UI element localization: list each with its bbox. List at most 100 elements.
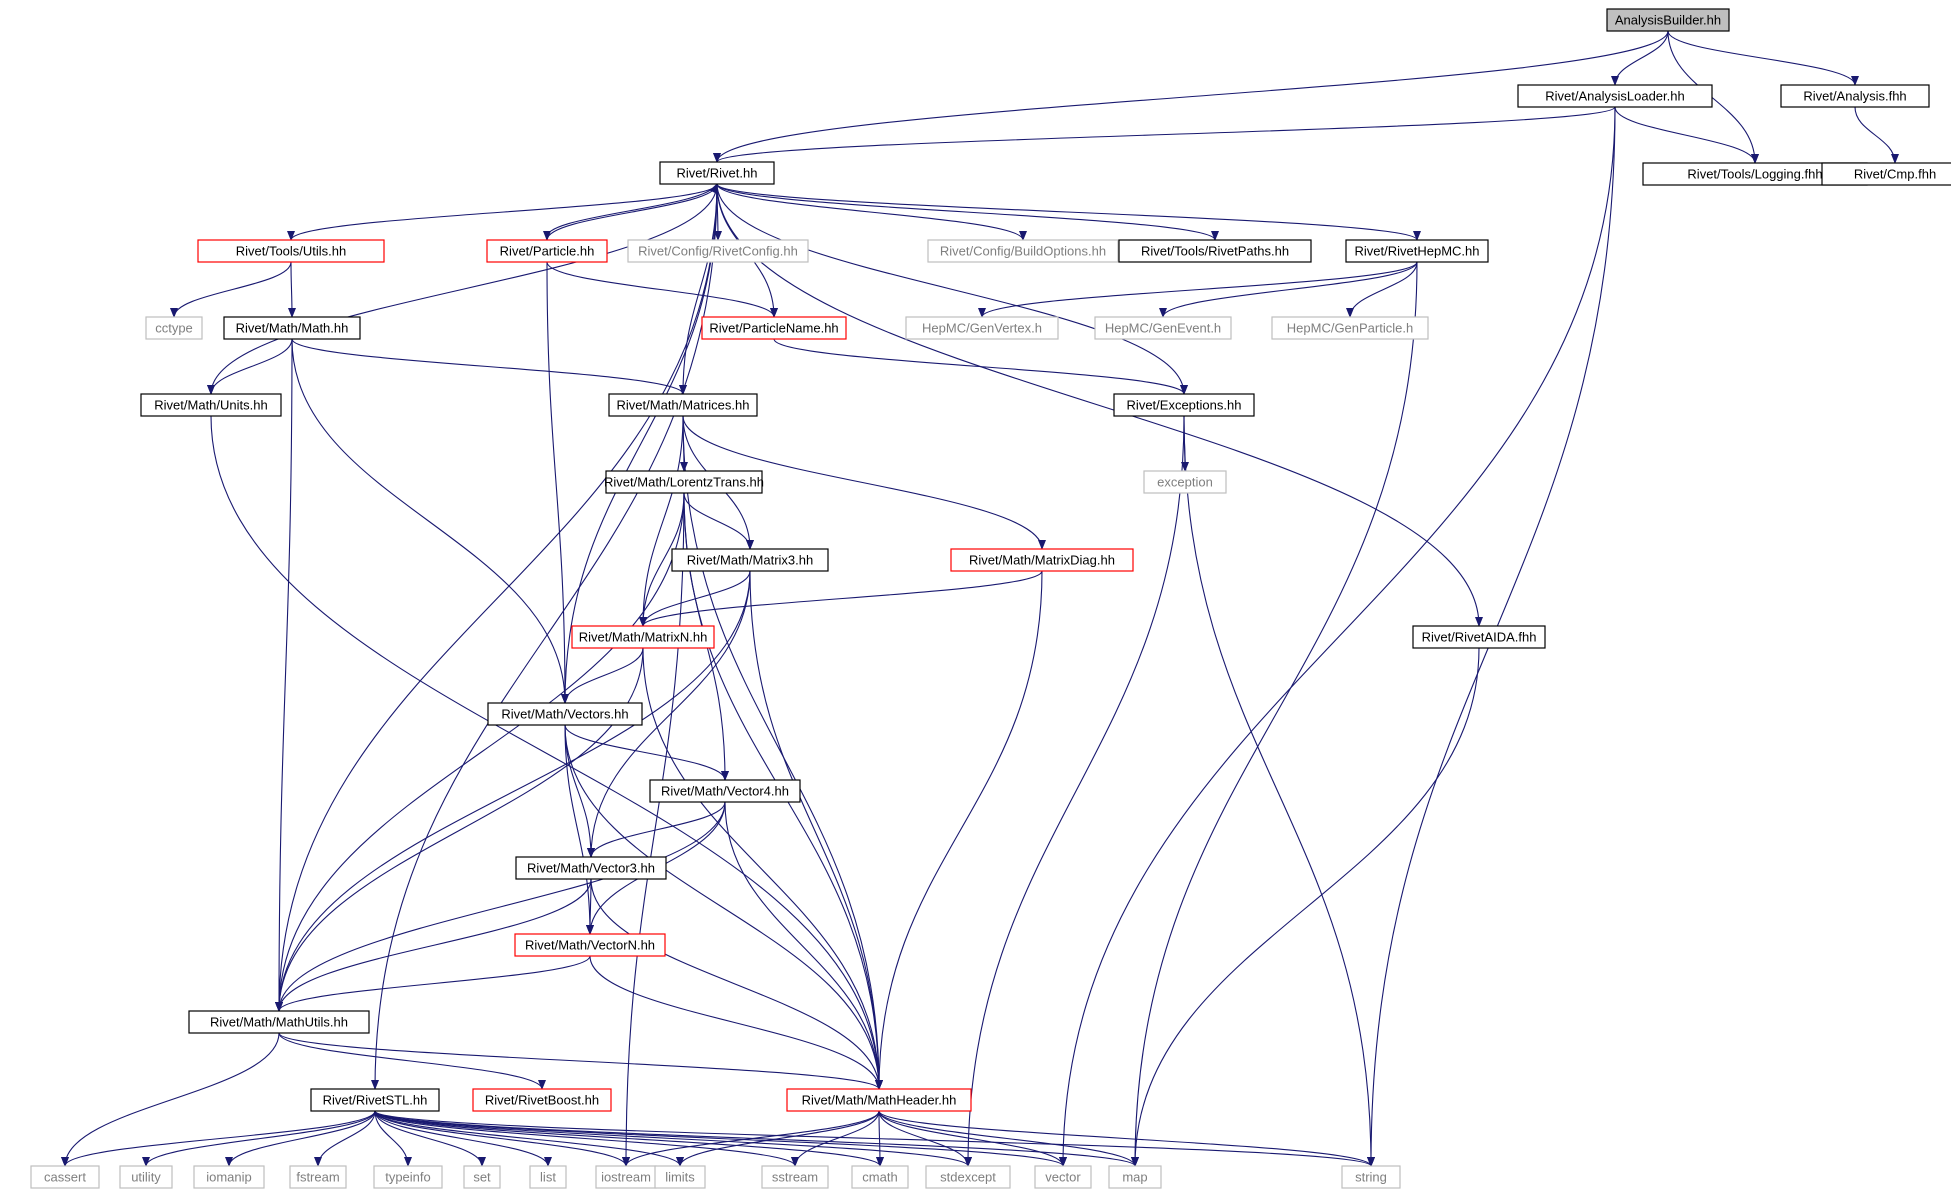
node-MathUtils[interactable]: Rivet/Math/MathUtils.hh: [188, 1010, 370, 1034]
edge-MathHeader-to-limits: [676, 1110, 880, 1167]
node-label: Rivet/Config/RivetConfig.hh: [638, 244, 798, 259]
edge-arrow: [207, 338, 293, 395]
node-box: [905, 316, 1059, 340]
edge-LorentzTrans-to-MathUtils: [275, 492, 685, 1012]
edge-MatrixDiag-to-MatrixN: [639, 570, 1043, 627]
edge-RivetHH-to-Particle: [543, 183, 718, 241]
node-string: string: [1341, 1165, 1401, 1189]
edge-RivetHH-to-RivetAIDA: [716, 183, 1483, 627]
node-Vector3[interactable]: Rivet/Math/Vector3.hh: [515, 856, 667, 880]
edge-arrow: [589, 955, 883, 1090]
edge-MathHeader-to-string: [878, 1110, 1375, 1167]
edge-Exceptions-to-stdexcept: [964, 415, 1185, 1167]
edge-RivetHH-to-Matrices: [679, 183, 718, 395]
node-VectorN[interactable]: Rivet/Math/VectorN.hh: [514, 933, 666, 957]
node-label: Rivet/Math/Matrix3.hh: [687, 553, 813, 568]
node-AnalysisLoader[interactable]: Rivet/AnalysisLoader.hh: [1517, 84, 1713, 108]
node-Exceptions[interactable]: Rivet/Exceptions.hh: [1113, 393, 1255, 417]
edge-RivetHH-to-RivetSTL: [371, 183, 718, 1090]
edge-RivetHepMC-to-GenEvent: [1159, 261, 1418, 318]
edge-ParticleName-to-Exceptions: [773, 338, 1188, 395]
node-box: [463, 1165, 501, 1189]
node-label: Rivet/Exceptions.hh: [1127, 398, 1242, 413]
edge-MathHH-to-MathUtils: [275, 338, 293, 1012]
edge-RivetSTL-to-string: [374, 1110, 1375, 1167]
edge-RivetHepMC-to-GenParticle: [1346, 261, 1418, 318]
node-label: exception: [1157, 475, 1213, 490]
node-MatrixN[interactable]: Rivet/Math/MatrixN.hh: [571, 625, 715, 649]
node-Particle[interactable]: Rivet/Particle.hh: [486, 239, 608, 263]
edge-arrow: [564, 724, 594, 935]
node-Units[interactable]: Rivet/Math/Units.hh: [140, 393, 282, 417]
edge-arrow: [1183, 415, 1375, 1167]
edge-arrow: [1346, 261, 1418, 318]
node-AnalysisFhh[interactable]: Rivet/Analysis.fhh: [1780, 84, 1930, 108]
node-label: Rivet/Math/Vector3.hh: [527, 861, 655, 876]
edge-Matrices-to-MathHeader: [682, 415, 883, 1090]
node-MathHH[interactable]: Rivet/Math/Math.hh: [223, 316, 361, 340]
edge-RivetSTL-to-vector: [374, 1110, 1067, 1167]
node-RivetBoost[interactable]: Rivet/RivetBoost.hh: [472, 1088, 612, 1112]
edge-Vectors-to-VectorN: [564, 724, 594, 935]
edge-arrow: [278, 1032, 546, 1090]
node-label: HepMC/GenParticle.h: [1287, 321, 1413, 336]
edge-Matrix3-to-Vector3: [587, 570, 751, 858]
edge-arrow: [642, 647, 883, 1090]
edge-arrow: [61, 1032, 280, 1167]
node-Matrix3[interactable]: Rivet/Math/Matrix3.hh: [671, 548, 829, 572]
node-box: [851, 1165, 909, 1189]
node-RivetAIDA[interactable]: Rivet/RivetAIDA.fhh: [1412, 625, 1546, 649]
edge-RivetHH-to-RivetHepMC: [716, 183, 1421, 241]
edge-AnalysisLoader-to-vector: [1059, 106, 1616, 1167]
edge-MathHeader-to-stdexcept: [878, 1110, 972, 1167]
edge-MathUtils-to-MathHeader: [278, 1032, 883, 1090]
node-Utils[interactable]: Rivet/Tools/Utils.hh: [197, 239, 385, 263]
edge-VectorN-to-MathHeader: [589, 955, 883, 1090]
node-box: [1345, 239, 1489, 263]
node-label: Rivet/RivetAIDA.fhh: [1422, 630, 1537, 645]
node-Cmp[interactable]: Rivet/Cmp.fhh: [1821, 162, 1951, 186]
node-RivetPaths[interactable]: Rivet/Tools/RivetPaths.hh: [1118, 239, 1312, 263]
node-LorentzTrans[interactable]: Rivet/Math/LorentzTrans.hh: [604, 470, 764, 494]
edge-Vector4-to-MathUtils: [275, 801, 726, 1012]
node-AnalysisBuilder[interactable]: AnalysisBuilder.hh: [1606, 8, 1730, 32]
node-Vector4[interactable]: Rivet/Math/Vector4.hh: [649, 779, 801, 803]
node-label: Rivet/Math/VectorN.hh: [525, 938, 655, 953]
node-cctype: cctype: [145, 316, 203, 340]
edge-Vector3-to-MathHeader: [590, 878, 883, 1090]
edge-arrow: [1131, 261, 1418, 1167]
edge-Matrix3-to-MatrixN: [639, 570, 751, 627]
edge-arrow: [1614, 106, 1759, 164]
node-Logging[interactable]: Rivet/Tools/Logging.fhh: [1642, 162, 1868, 186]
edge-RivetHH-to-MathUtils: [275, 183, 718, 1012]
node-MatrixDiag[interactable]: Rivet/Math/MatrixDiag.hh: [950, 548, 1134, 572]
node-ParticleName[interactable]: Rivet/ParticleName.hh: [701, 316, 847, 340]
node-RivetSTL[interactable]: Rivet/RivetSTL.hh: [310, 1088, 440, 1112]
edge-arrow: [291, 338, 687, 395]
node-RivetHepMC[interactable]: Rivet/RivetHepMC.hh: [1345, 239, 1489, 263]
edge-MathHH-to-Units: [207, 338, 293, 395]
node-label: Rivet/ParticleName.hh: [709, 321, 838, 336]
edge-arrow: [875, 570, 1043, 1090]
edge-arrow: [639, 570, 751, 627]
node-label: set: [473, 1170, 491, 1185]
edge-arrow: [374, 1110, 412, 1167]
edge-arrow: [543, 183, 718, 241]
node-label: fstream: [296, 1170, 339, 1185]
edge-RivetHH-to-BuildOptions: [716, 183, 1027, 241]
node-box: [1108, 1165, 1162, 1189]
node-label: Rivet/Analysis.fhh: [1803, 89, 1906, 104]
edge-arrow: [371, 183, 718, 1090]
node-box: [140, 393, 282, 417]
edge-LorentzTrans-to-MatrixN: [639, 492, 685, 627]
edge-RivetSTL-to-fstream: [314, 1110, 376, 1167]
node-RivetHH[interactable]: Rivet/Rivet.hh: [659, 161, 775, 185]
edge-arrow: [791, 1110, 880, 1167]
node-MathHeader[interactable]: Rivet/Math/MathHeader.hh: [786, 1088, 972, 1112]
node-sstream: sstream: [761, 1165, 829, 1189]
node-box: [1412, 625, 1546, 649]
node-Matrices[interactable]: Rivet/Math/Matrices.hh: [608, 393, 758, 417]
edge-arrow: [291, 338, 569, 704]
node-Vectors[interactable]: Rivet/Math/Vectors.hh: [487, 702, 643, 726]
edge-arrow: [713, 30, 1669, 163]
